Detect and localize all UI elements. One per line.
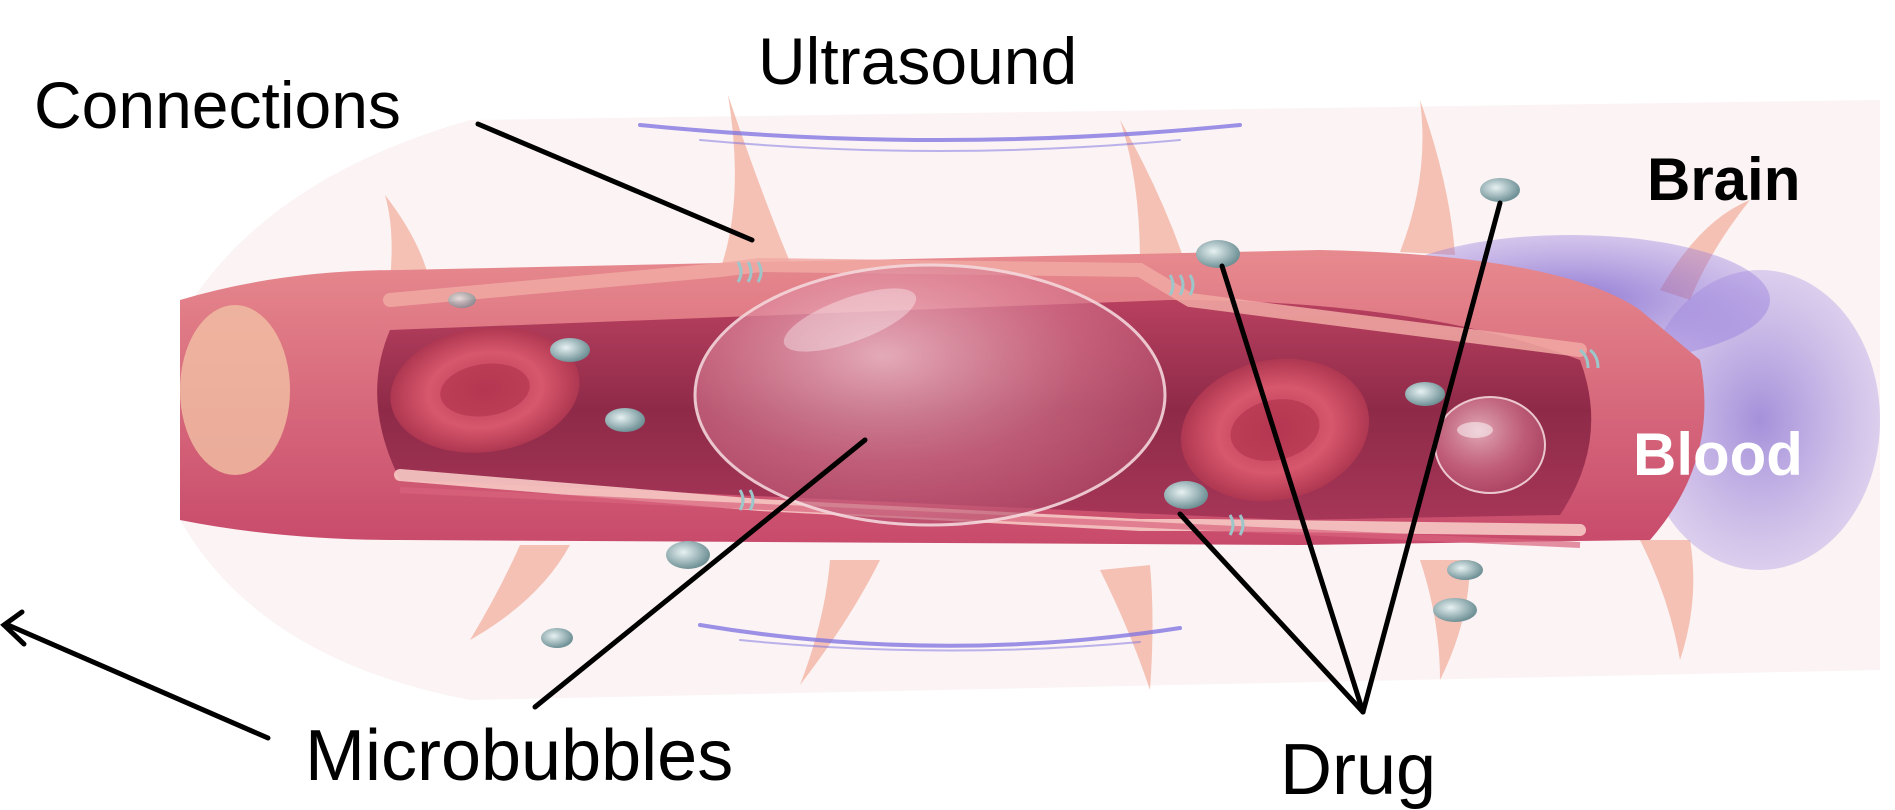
microbubbles-label: Microbubbles bbox=[305, 720, 733, 792]
drug-particle bbox=[605, 408, 645, 432]
connections-label: Connections bbox=[34, 72, 401, 138]
drug-particle bbox=[666, 541, 710, 569]
blood-label: Blood bbox=[1633, 425, 1803, 485]
drug-particle bbox=[550, 338, 590, 362]
drug-particle bbox=[1433, 598, 1477, 622]
microbubbles-arrow-line bbox=[8, 625, 268, 738]
drug-particle bbox=[1447, 560, 1483, 580]
ultrasound-label: Ultrasound bbox=[758, 28, 1077, 94]
small-microbubble bbox=[1435, 397, 1545, 493]
drug-particle bbox=[1164, 481, 1208, 509]
drug-label: Drug bbox=[1280, 734, 1436, 806]
drug-particle bbox=[541, 628, 573, 648]
brain-label: Brain bbox=[1647, 150, 1800, 210]
drug-particle bbox=[448, 292, 476, 308]
drug-particle bbox=[1405, 382, 1445, 406]
drug-particle bbox=[1196, 240, 1240, 268]
large-microbubble bbox=[695, 265, 1165, 525]
drug-particle bbox=[1480, 178, 1520, 202]
